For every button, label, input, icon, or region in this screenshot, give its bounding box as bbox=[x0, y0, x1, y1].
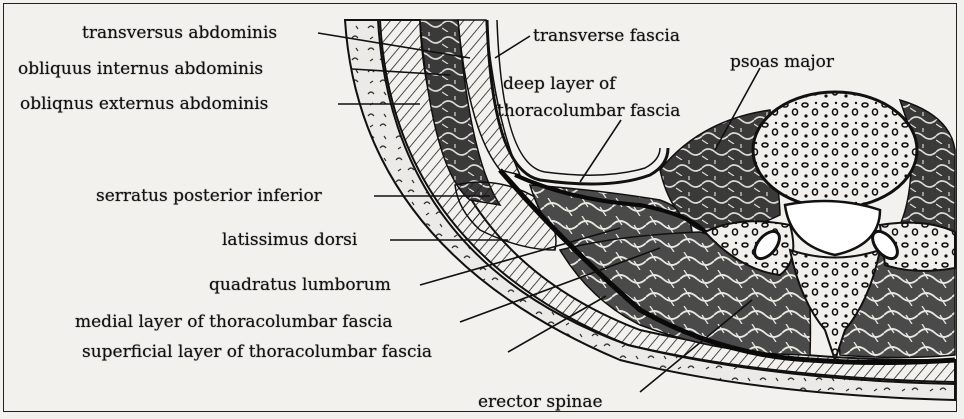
label-obliquus-externus-abdominis: obliqnus externus abdominis bbox=[20, 94, 268, 114]
label-psoas-major: psoas major bbox=[730, 52, 834, 72]
label-deep-layer-line2: thoracolumbar fascia bbox=[497, 101, 680, 121]
label-serratus-posterior-inferior: serratus posterior inferior bbox=[96, 186, 322, 206]
label-transversus-abdominis: transversus abdominis bbox=[82, 23, 277, 43]
spinal-canal bbox=[785, 201, 880, 255]
label-obliquus-internus-abdominis: obliquus internus abdominis bbox=[18, 59, 263, 79]
label-quadratus-lumborum: quadratus lumborum bbox=[209, 275, 391, 295]
label-latissimus-dorsi: latissimus dorsi bbox=[222, 230, 357, 250]
label-medial-layer-thoracolumbar-fascia: medial layer of thoracolumbar fascia bbox=[75, 312, 393, 332]
label-superficial-layer-thoracolumbar-fascia: superficial layer of thoracolumbar fasci… bbox=[82, 342, 432, 362]
label-transverse-fascia: transverse fascia bbox=[533, 26, 680, 46]
label-deep-layer-line1: deep layer of bbox=[503, 74, 616, 94]
vertebral-body bbox=[753, 92, 917, 208]
label-erector-spinae: erector spinae bbox=[478, 392, 603, 412]
